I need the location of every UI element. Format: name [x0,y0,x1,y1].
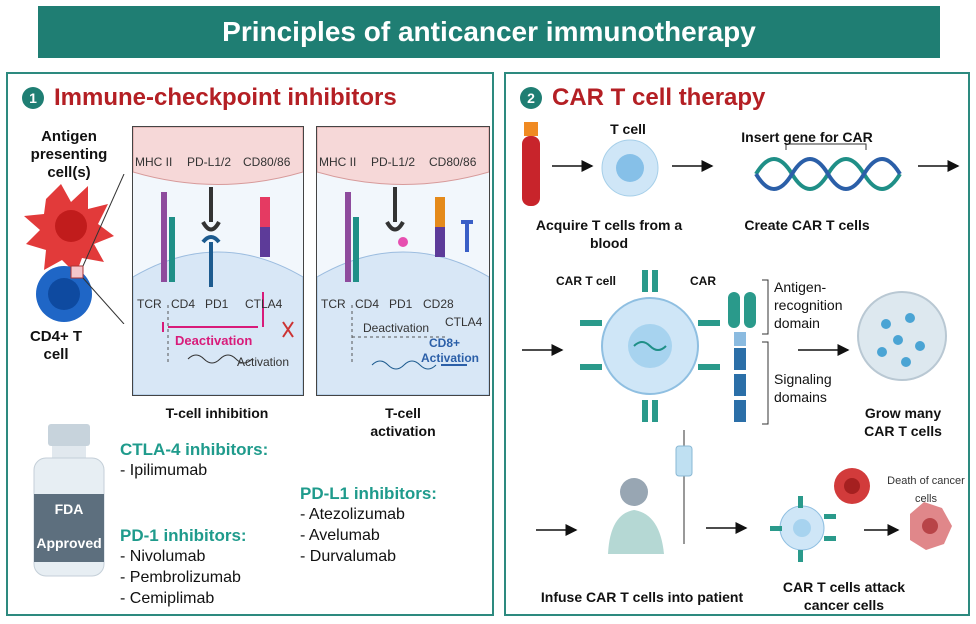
panel1-title: Immune-checkpoint inhibitors [54,84,397,111]
insert-gene-label: Insert gene for CAR [741,129,873,145]
death-label: Death of cancer cells [887,475,965,505]
act-label-pd1: PD1 [389,297,413,311]
inh-label-mhcii: MHC II [135,155,173,169]
car-t-cell-icon [580,270,720,422]
inh-label-cd80: CD80/86 [243,155,291,169]
act-deactivation-label: Deactivation [363,321,430,335]
inh-label-cd4: CD4 [171,297,196,311]
pdl1-drug-atezolizumab: - Atezolizumab [300,506,405,523]
panel-checkpoint-inhibitors: 1 Immune-checkpoint inhibitors Antigen p… [6,72,494,616]
attack-label: CAR T cells attack cancer cells [782,579,906,613]
panel-car-t-therapy: 2 CAR T cell therapy [504,72,970,616]
pdl1-drug-avelumab: - Avelumab [300,527,380,544]
car-t-workflow-illustration [522,122,960,562]
page-title: Principles of anticancer immunotherapy [38,6,940,58]
pd1-inhibitors-group: PD-1 inhibitors: - Nivolumab - Pembroliz… [120,526,247,609]
vial-label-fda: FDA [54,501,84,517]
tcell-label: T cell [610,121,646,137]
apc-label: Antigen presenting cell(s) [30,128,108,181]
dna-helix-icon [754,143,902,191]
activation-caption: T-cell activation [370,405,436,439]
act-activation-label: Activation [421,351,480,365]
car-t-cell-label: CAR T cell [556,274,617,288]
fda-vial-illustration: FDA Approved [32,424,106,578]
acquire-tcells-label: Acquire T cells from a blood [535,217,683,251]
inh-deactivation-label: Deactivation [175,333,253,348]
signaling-domain-label: Signaling domains [774,371,832,405]
pdl1-inhibitors-heading: PD-L1 inhibitors: [300,484,437,503]
vial-icon [33,424,105,577]
act-cd8-label: CD8+ [429,336,461,350]
car-receptor-icon [728,292,756,422]
act-label-cd4: CD4 [355,297,380,311]
pd1-drug-nivolumab: - Nivolumab [120,548,206,565]
act-label-tcr: TCR [321,297,346,311]
grow-cells-label: Grow many CAR T cells [864,405,942,439]
ctla4-inhibitors-heading: CTLA-4 inhibitors: [120,440,269,459]
inh-activation-label: Activation [237,355,290,369]
patient-iv-icon [608,430,693,554]
pd1-inhibitors-heading: PD-1 inhibitors: [120,526,247,545]
pdl1-inhibitors-group: PD-L1 inhibitors: - Atezolizumab - Avelu… [300,484,437,567]
pd1-drug-cemiplimab: - Cemiplimab [120,590,215,607]
pd1-drug-pembrolizumab: - Pembrolizumab [120,569,241,586]
tcell-round-icon [601,139,659,197]
panel2-title: CAR T cell therapy [552,84,766,111]
car-label: CAR [690,274,716,288]
apc-tcell-illustration [24,174,125,324]
act-label-mhcii: MHC II [319,155,357,169]
create-car-t-label: Create CAR T cells [744,217,870,233]
tcell-icon [36,266,92,322]
inhibition-caption: T-cell inhibition [165,405,269,421]
synapse-highlight-box [70,265,84,279]
act-label-cd28: CD28 [423,297,454,311]
inh-label-ctla4: CTLA4 [245,297,283,311]
dead-cancer-cell-icon [910,502,952,550]
pdl1-drug-durvalumab: - Durvalumab [300,548,397,565]
inh-label-tcr: TCR [137,297,162,311]
infuse-label: Infuse CAR T cells into patient [540,589,744,605]
antigen-domain-label: Antigen-recognition domain [774,279,843,331]
vial-label-approved: Approved [36,535,102,551]
activation-synapse-box: MHC II PD-L1/2 CD80/86 TCR CD4 PD1 CD28 … [316,126,490,396]
apc-cell-icon [24,184,114,274]
inh-label-pdl1: PD-L1/2 [187,155,232,169]
panel2-number-badge: 2 [520,87,542,109]
inh-label-pd1: PD1 [205,297,229,311]
panel1-heading: 1 Immune-checkpoint inhibitors [22,84,397,112]
ctla4-inhibitors-group: CTLA-4 inhibitors: - Ipilimumab [120,440,268,481]
act-label-cd80: CD80/86 [429,155,477,169]
blood-tube-icon [522,122,540,206]
panel2-heading: 2 CAR T cell therapy [520,84,765,112]
petri-dish-icon [857,291,947,381]
tcell-label: CD4+ T cell [29,328,83,363]
car-t-attack-icon [770,468,870,562]
ctla4-drug-ipilimumab: - Ipilimumab [120,462,208,479]
act-label-ctla4: CTLA4 [445,315,483,329]
act-label-pdl1: PD-L1/2 [371,155,416,169]
inhibition-synapse-box: MHC II PD-L1/2 CD80/86 TCR CD4 PD1 CTLA4… [132,126,304,396]
panel1-number-badge: 1 [22,87,44,109]
